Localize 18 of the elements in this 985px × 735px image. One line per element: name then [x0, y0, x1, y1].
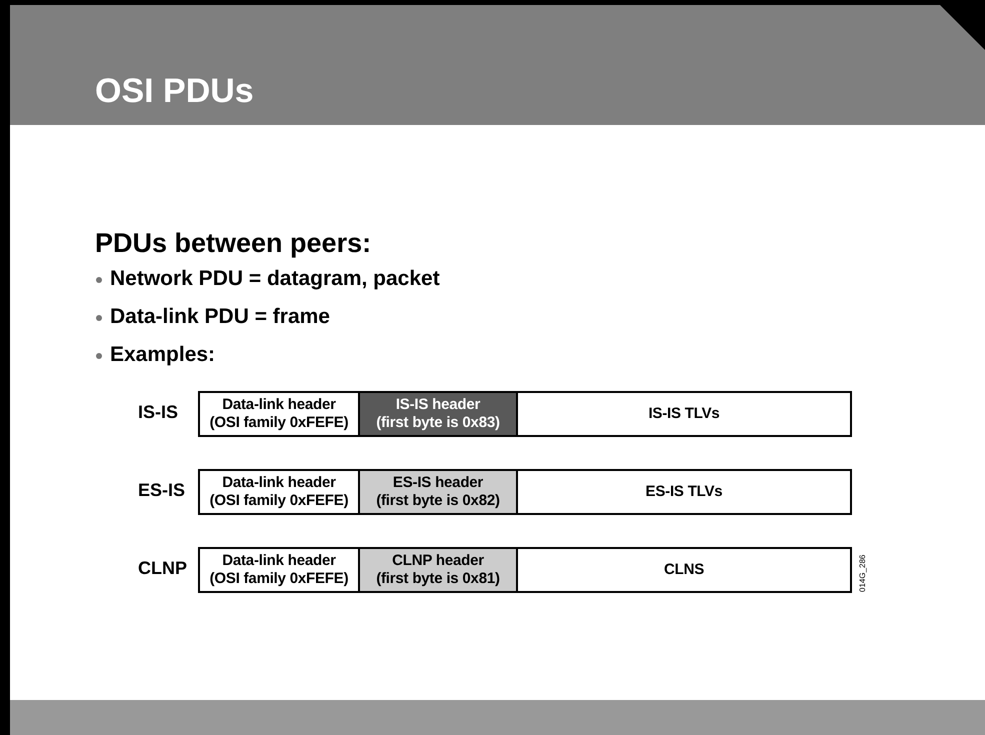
header-field: ES-IS header (first byte is 0x82) [358, 469, 518, 515]
slide-title: OSI PDUs [95, 72, 254, 111]
figure-id: 014G_286 [858, 554, 867, 592]
bullet-item: Network PDU = datagram, packet [110, 267, 440, 291]
header-field: CLNP header (first byte is 0x81) [358, 547, 518, 593]
bullet-item: Examples: [110, 343, 216, 367]
section-heading: PDUs between peers: [95, 228, 372, 259]
row-label: CLNP [138, 558, 187, 579]
header-field: IS-IS header (first byte is 0x83) [358, 391, 518, 437]
payload-field: IS-IS TLVs [516, 391, 852, 437]
payload-field: CLNS [516, 547, 852, 593]
row-label: IS-IS [138, 402, 178, 423]
header-field: Data-link header (OSI family 0xFEFE) [198, 547, 360, 593]
bullet-item: Data-link PDU = frame [110, 305, 330, 329]
header-field: Data-link header (OSI family 0xFEFE) [198, 391, 360, 437]
row-label: ES-IS [138, 480, 186, 501]
header-field: Data-link header (OSI family 0xFEFE) [198, 469, 360, 515]
payload-field: ES-IS TLVs [516, 469, 852, 515]
